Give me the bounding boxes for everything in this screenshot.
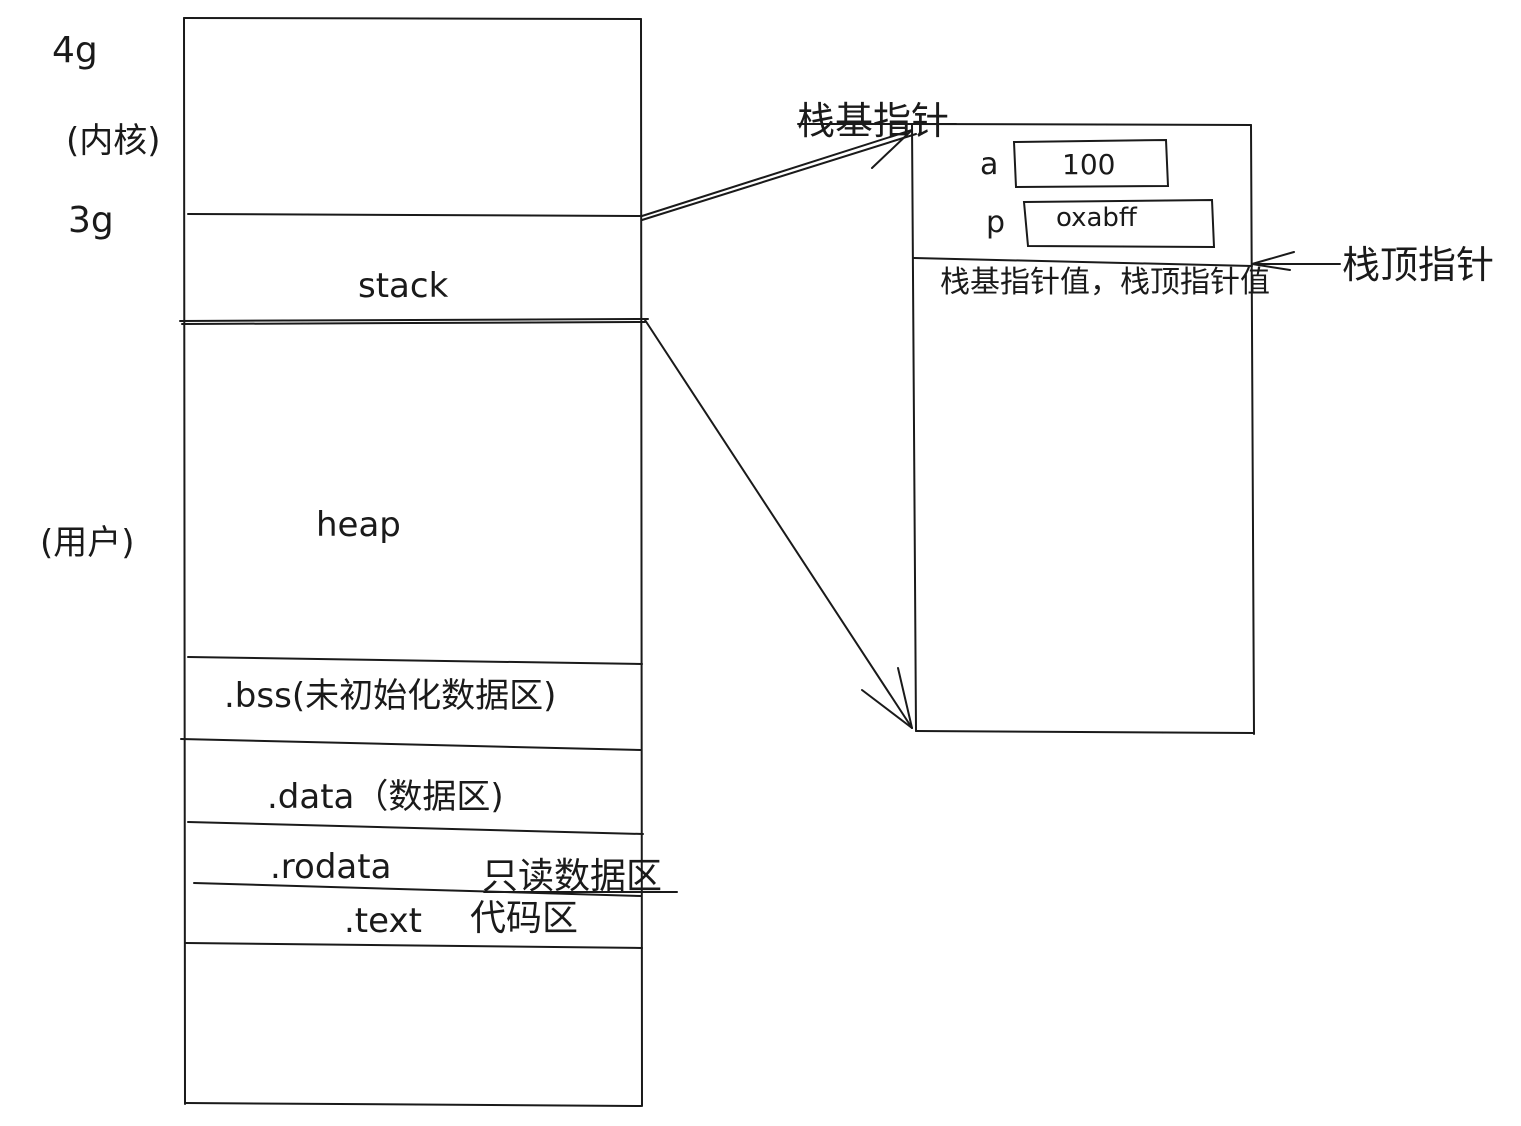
base-pointer-label: 栈基指针 bbox=[797, 99, 949, 143]
text-bottom-divider bbox=[185, 942, 643, 949]
frame-bottom-border bbox=[915, 730, 1255, 734]
stack-heap-divider-double bbox=[181, 321, 646, 325]
top-pointer-label: 栈顶指针 bbox=[1342, 243, 1494, 287]
frame-left-border bbox=[911, 123, 917, 732]
data-segment-label: .data（数据区) bbox=[267, 777, 504, 817]
memory-top-border bbox=[183, 17, 642, 20]
stack-segment-label: stack bbox=[358, 266, 449, 306]
address-3g-label: 3g bbox=[68, 200, 114, 241]
stack-to-frame-top-connector-double bbox=[641, 133, 917, 221]
top-connector-arrowhead bbox=[871, 129, 913, 169]
top-pointer-arrowhead-lower bbox=[1251, 263, 1291, 271]
variable-p-cell bbox=[1022, 198, 1216, 249]
user-space-label: (用户) bbox=[40, 523, 135, 563]
heap-bss-divider bbox=[187, 656, 643, 665]
frame-top-border bbox=[911, 123, 1252, 126]
variable-a-cell bbox=[1012, 138, 1170, 189]
rodata-segment-label: .rodata bbox=[270, 847, 391, 887]
variable-p-value: oxabff bbox=[1056, 203, 1138, 233]
frame-saved-pointer-divider bbox=[913, 257, 1253, 267]
memory-bottom-border bbox=[184, 1102, 642, 1107]
rodata-note-label: 只读数据区 bbox=[482, 856, 662, 897]
variable-a-value: 100 bbox=[1062, 148, 1115, 181]
kernel-stack-divider bbox=[187, 213, 641, 217]
rodata-text-divider bbox=[193, 882, 642, 897]
variable-a-name: a bbox=[980, 147, 998, 182]
address-4g-label: 4g bbox=[52, 30, 98, 71]
kernel-space-label: (内核) bbox=[66, 121, 161, 161]
data-rodata-divider bbox=[187, 821, 644, 835]
stack-to-frame-top-connector bbox=[641, 129, 913, 217]
stack-to-frame-bottom-connector bbox=[644, 319, 913, 729]
bss-data-divider bbox=[180, 738, 642, 751]
top-pointer-arrowhead-upper bbox=[1251, 251, 1295, 265]
frame-right-border bbox=[1250, 124, 1255, 735]
heap-segment-label: heap bbox=[316, 505, 401, 545]
bottom-connector-arrowhead-left bbox=[861, 689, 913, 729]
bss-segment-label: .bss(未初始化数据区) bbox=[224, 676, 556, 716]
memory-right-border bbox=[640, 18, 643, 1107]
stack-heap-divider bbox=[179, 318, 649, 322]
memory-left-border bbox=[183, 17, 186, 1105]
text-note-label: 代码区 bbox=[470, 898, 578, 939]
bottom-connector-arrowhead-right bbox=[897, 667, 913, 729]
text-segment-label: .text bbox=[344, 901, 422, 941]
variable-p-name: p bbox=[986, 205, 1005, 240]
memory-column bbox=[179, 17, 649, 1107]
saved-pointers-note: 栈基指针值，栈顶指针值 bbox=[940, 265, 1270, 300]
stack-frame-box bbox=[911, 123, 1255, 735]
